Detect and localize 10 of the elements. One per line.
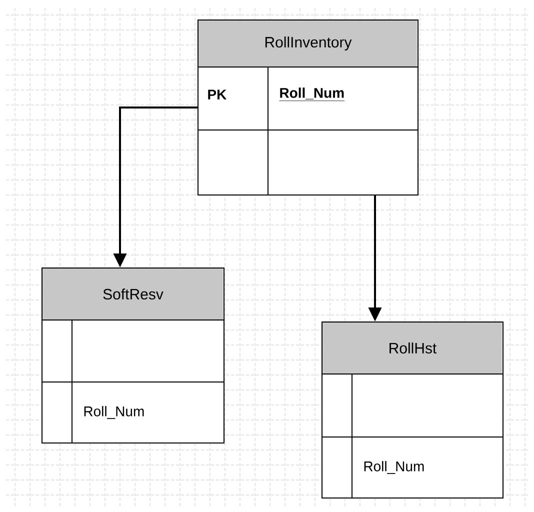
entity-table [42, 268, 224, 444]
field-name: Roll_Num [84, 406, 144, 419]
field-name: Roll_Num [364, 461, 424, 474]
key-field: Roll_Num [279, 88, 345, 102]
entity-table [322, 322, 504, 498]
table-title: SoftResv [103, 288, 164, 300]
table-title: RollHst [390, 342, 437, 354]
table-title: RollInventory [265, 36, 352, 50]
key-label: PK [208, 90, 227, 100]
entity-table [198, 20, 418, 196]
